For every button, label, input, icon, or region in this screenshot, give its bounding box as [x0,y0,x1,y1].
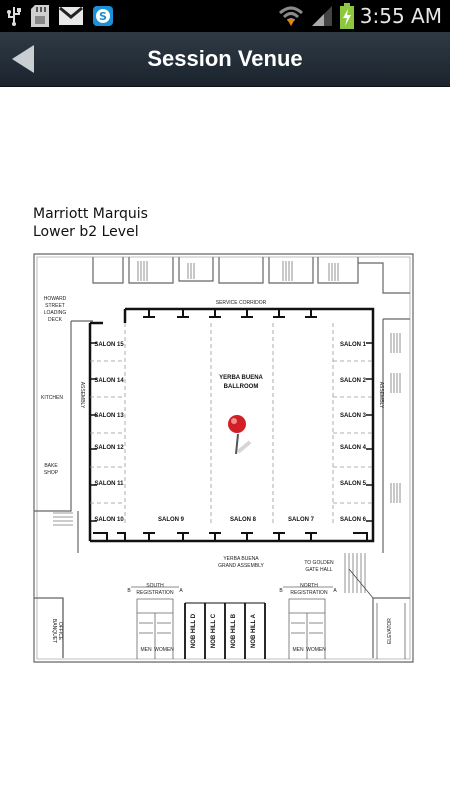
battery-charging-icon [339,3,354,29]
north-registration-label-1: NORTH [300,583,318,589]
salon-13-label: SALON 13 [94,413,124,419]
back-arrow-icon [12,45,34,73]
salon-3-label: SALON 3 [340,413,367,419]
salon-12-label: SALON 12 [94,445,124,451]
skype-icon: S [93,6,113,26]
building-outline [33,253,414,663]
venue-name-line2: Lower b2 Level [33,224,139,240]
howard-street-label-4: DECK [48,317,63,323]
grand-assembly-label-2: GRAND ASSEMBLY [218,563,264,569]
salon-10-label: SALON 10 [94,517,124,523]
clock: 3:55 AM [359,4,442,28]
elevator-label: ELEVATOR [387,618,393,644]
south-registration-label-2: REGISTRATION [136,590,174,596]
ballroom-label-2: BALLROOM [224,384,259,390]
salon-7-label: SALON 7 [288,517,315,523]
howard-street-label-1: HOWARD [44,296,67,302]
salon-15-label: SALON 15 [94,342,124,348]
howard-street-label-3: LOADING [44,310,67,316]
salon-9-label: SALON 9 [158,517,185,523]
nob-hill-c-label: NOB HILL C [211,613,217,648]
salon-6-label: SALON 6 [340,517,367,523]
sd-card-icon [31,5,49,27]
ballroom-columns [93,309,368,541]
salon-1-label: SALON 1 [340,342,367,348]
nob-hill-rooms [184,602,266,659]
restroom-blocks [131,586,406,659]
golden-gate-label-2: GATE HALL [305,567,332,573]
nob-hill-b-label: NOB HILL B [231,613,237,648]
salon-doors [90,342,373,522]
salon-2-label: SALON 2 [340,378,367,384]
women-label-south: WOMEN [154,647,174,653]
wifi-icon [278,6,303,26]
men-label-south: MEN [140,647,152,653]
nob-hill-d-label: NOB HILL D [191,613,197,648]
assembly-label-right: ASSEMBLY [378,382,384,409]
door-a-north: A [333,588,337,594]
ballroom-outline [88,307,375,543]
salon-5-label: SALON 5 [340,481,367,487]
salon-14-label: SALON 14 [94,378,124,384]
assembly-label-left: ASSEMBLY [79,382,85,409]
salon-11-label: SALON 11 [94,481,124,487]
location-pin-icon[interactable] [226,414,252,456]
signal-icon [311,6,332,26]
page-title: Session Venue [147,46,303,71]
bake-shop-label-2: SHOP [44,470,59,476]
men-label-north: MEN [292,647,304,653]
floor-map[interactable]: SERVICE CORRIDOR HOWARD STREET LOADING D… [33,253,414,663]
kitchen-label: KITCHEN [41,395,63,401]
door-b-north: B [279,588,283,594]
howard-street-label-2: STREET [45,303,65,309]
salon-8-label: SALON 8 [230,517,257,523]
venue-name-line1: Marriott Marquis [33,206,148,222]
service-corridor-label: SERVICE CORRIDOR [216,300,267,306]
back-button[interactable] [0,32,46,86]
golden-gate-label-1: TO GOLDEN [304,560,334,566]
women-label-north: WOMEN [306,647,326,653]
salon-4-label: SALON 4 [340,445,367,451]
banquet-office-label-2: OFFICE [57,622,63,641]
svg-text:S: S [99,10,107,23]
ballroom-label-1: YERBA BUENA [219,375,263,381]
banquet-office-label-1: BANQUET [51,619,57,643]
bake-shop-label-1: BAKE [44,463,58,469]
venue-name: Marriott Marquis Lower b2 Level [33,205,148,241]
north-registration-label-2: REGISTRATION [290,590,328,596]
usb-icon [7,7,21,26]
status-bar: S 3:55 AM [0,0,450,32]
title-bar: Session Venue [0,32,450,87]
door-b-south: B [127,588,131,594]
south-registration-label-1: SOUTH [146,583,164,589]
door-a-south: A [179,588,183,594]
nob-hill-a-label: NOB HILL A [251,613,257,648]
grand-assembly-label-1: YERBA BUENA [223,556,259,562]
stairs [53,261,401,599]
gmail-icon [59,6,83,25]
